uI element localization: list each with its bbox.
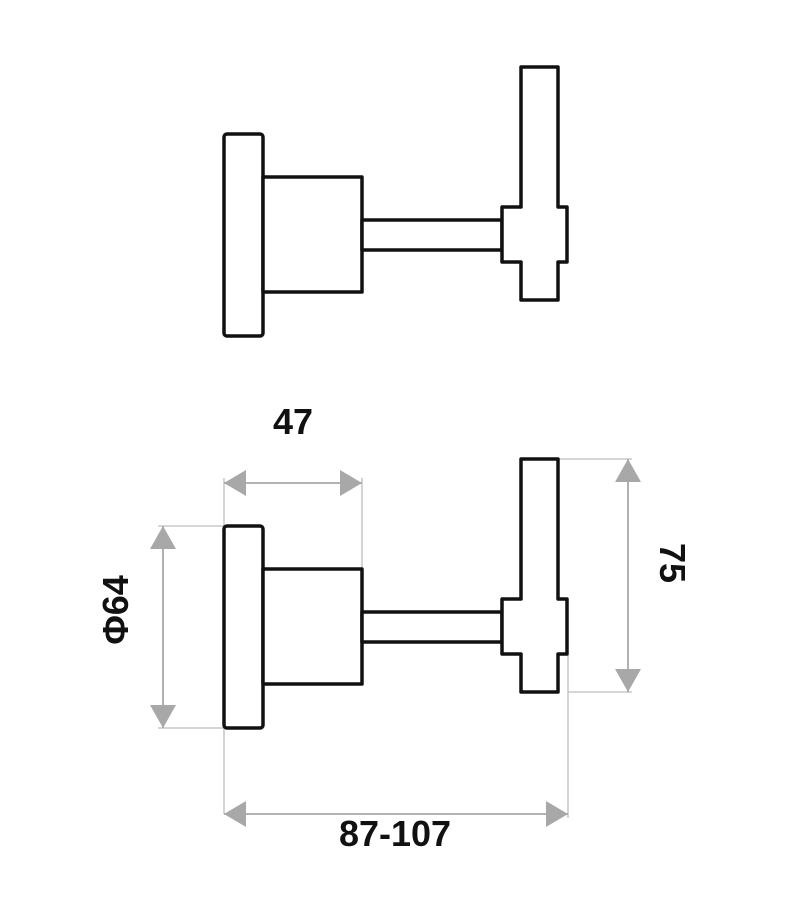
arrowhead-icon xyxy=(546,801,568,827)
arrowhead-icon xyxy=(150,705,176,728)
spindle-rod xyxy=(360,610,504,644)
spindle-rod xyxy=(360,218,504,252)
lever-handle xyxy=(500,65,569,302)
arrowhead-icon xyxy=(615,669,641,692)
dimension-label-87-107: 87-107 xyxy=(339,813,451,854)
body xyxy=(261,567,364,686)
dimension-label-75: 75 xyxy=(652,543,693,583)
flange xyxy=(222,524,265,730)
arrowhead-icon xyxy=(224,801,246,827)
arrowhead-icon xyxy=(150,526,176,549)
dimension-87-107: 87-107 xyxy=(224,801,568,854)
arrowhead-icon xyxy=(340,470,362,496)
arrowhead-icon xyxy=(615,459,641,482)
dimension-label-diameter-64: Φ64 xyxy=(95,575,136,645)
arrowhead-icon xyxy=(224,470,246,496)
dimension-diameter-64: Φ64 xyxy=(95,526,176,728)
lever-handle xyxy=(500,457,569,694)
dimension-label-47: 47 xyxy=(273,401,313,442)
dimension-47: 47 xyxy=(224,401,362,496)
dimensioned-side-view: 47 Φ64 75 87-107 xyxy=(95,401,693,854)
flange xyxy=(222,132,265,338)
body xyxy=(261,175,364,294)
plain-side-view xyxy=(222,65,569,338)
dimension-75: 75 xyxy=(615,459,693,692)
